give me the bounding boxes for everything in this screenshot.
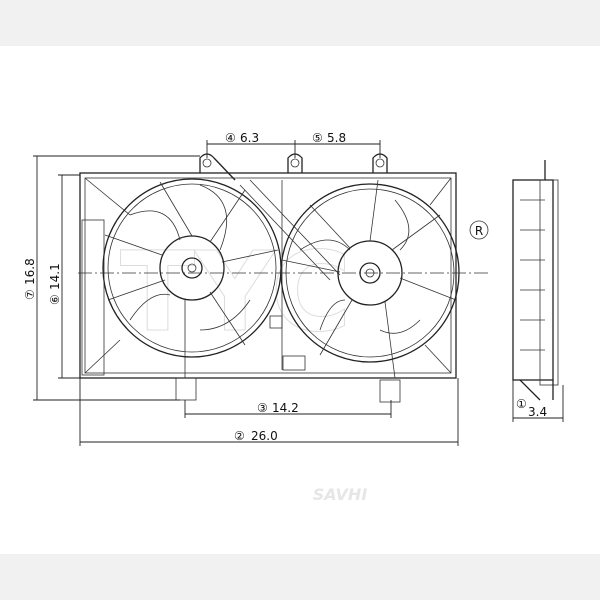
mounting-tabs — [199, 153, 388, 181]
dimension-value: 14.1 — [48, 263, 62, 290]
dimension-6: ⑥ 14.1 — [48, 174, 80, 379]
dimension-number: ④ — [225, 131, 236, 145]
dimension-number: ② — [234, 429, 245, 443]
dimension-number: ⑤ — [312, 131, 323, 145]
dimension-3: ③ 14.2 — [184, 400, 392, 418]
dimension-value: 3.4 — [528, 405, 547, 419]
side-view — [512, 160, 559, 401]
dimension-value: 16.8 — [23, 258, 37, 285]
bottom-band — [0, 554, 600, 600]
dimension-value: 6.3 — [240, 131, 259, 145]
watermark: TYC — [120, 228, 352, 356]
dimension-value: 26.0 — [251, 429, 278, 443]
shroud-frame — [79, 172, 457, 379]
dimension-number: ① — [516, 397, 527, 411]
dimension-1: ① 3.4 — [512, 380, 564, 422]
top-band — [0, 0, 600, 46]
registered-mark-circle — [469, 220, 489, 240]
dimension-7: ⑦ 16.8 — [23, 155, 200, 401]
dimension-number: ⑥ — [48, 294, 62, 305]
footer-logo: SAVHI — [313, 485, 368, 504]
registered-mark: R — [475, 224, 483, 238]
dimension-number: ⑦ — [23, 289, 37, 300]
dimension-4: ④ 6.3 — [206, 131, 295, 158]
dimension-value: 14.2 — [272, 401, 299, 415]
dimension-2: ② 26.0 — [79, 378, 459, 446]
dimension-number: ③ — [257, 401, 268, 415]
dimension-value: 5.8 — [327, 131, 346, 145]
dimension-5: ⑤ 5.8 — [294, 131, 381, 158]
